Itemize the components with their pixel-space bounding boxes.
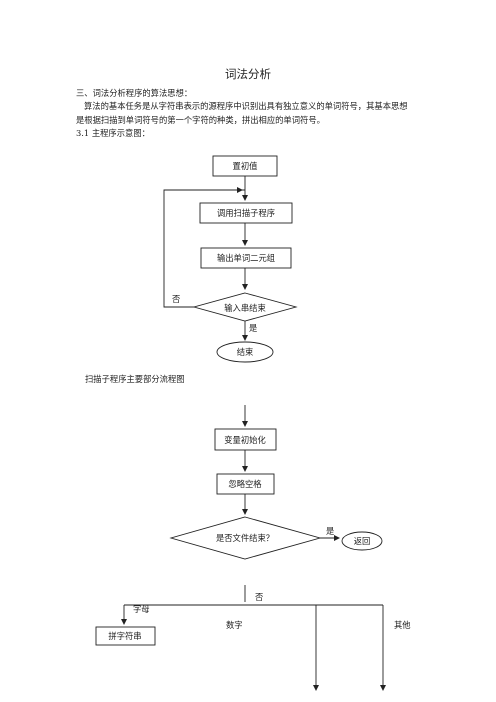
file-end-label: 是否文件结束？ — [216, 533, 274, 543]
call-scan-box — [199, 202, 293, 224]
output-label: 输出单词二元组 — [217, 253, 275, 263]
scan-flowchart — [95, 405, 386, 691]
scan-yes-label: 是 — [326, 526, 334, 536]
paragraph-line-1: 算法的基本任务是从字符串表示的源程序中识别出具有独立意义的单词符号，其基本思想 — [84, 101, 408, 111]
scan-no-label: 否 — [255, 592, 263, 602]
main-flowchart — [163, 155, 298, 363]
section-heading: 三、词法分析程序的算法思想： — [76, 88, 193, 98]
decision-label: 输入串结束 — [224, 303, 266, 313]
skip-space-box — [216, 473, 275, 495]
digit-branch-label: 数字 — [226, 620, 243, 630]
paragraph-line-2: 是根据扫描到单词符号的第一个字符的种类，拼出相应的单词符号。 — [76, 115, 325, 125]
concat-string-label: 拼字符串 — [108, 631, 141, 641]
var-init-label: 变量初始化 — [224, 435, 266, 445]
page-title: 词法分析 — [225, 67, 271, 81]
yes-label: 是 — [249, 323, 257, 333]
subsection-heading: 3.1 主程序示意图： — [76, 128, 150, 138]
end-terminal — [216, 341, 274, 363]
call-scan-label: 调用扫描子程序 — [217, 208, 275, 218]
var-init-box — [214, 428, 277, 451]
output-box — [200, 247, 292, 269]
scan-flowchart-caption: 扫描子程序主要部分流程图 — [85, 374, 185, 384]
other-branch-label: 其他 — [394, 620, 411, 630]
return-label: 返回 — [354, 536, 371, 546]
init-label: 置初值 — [233, 161, 258, 171]
file-end-decision — [169, 516, 322, 560]
concat-string-box — [95, 626, 156, 646]
skip-space-label: 忽略空格 — [228, 479, 262, 489]
end-label: 结束 — [237, 347, 254, 357]
no-label: 否 — [172, 294, 180, 304]
letter-branch-label: 字母 — [133, 604, 150, 614]
return-terminal — [341, 531, 383, 551]
